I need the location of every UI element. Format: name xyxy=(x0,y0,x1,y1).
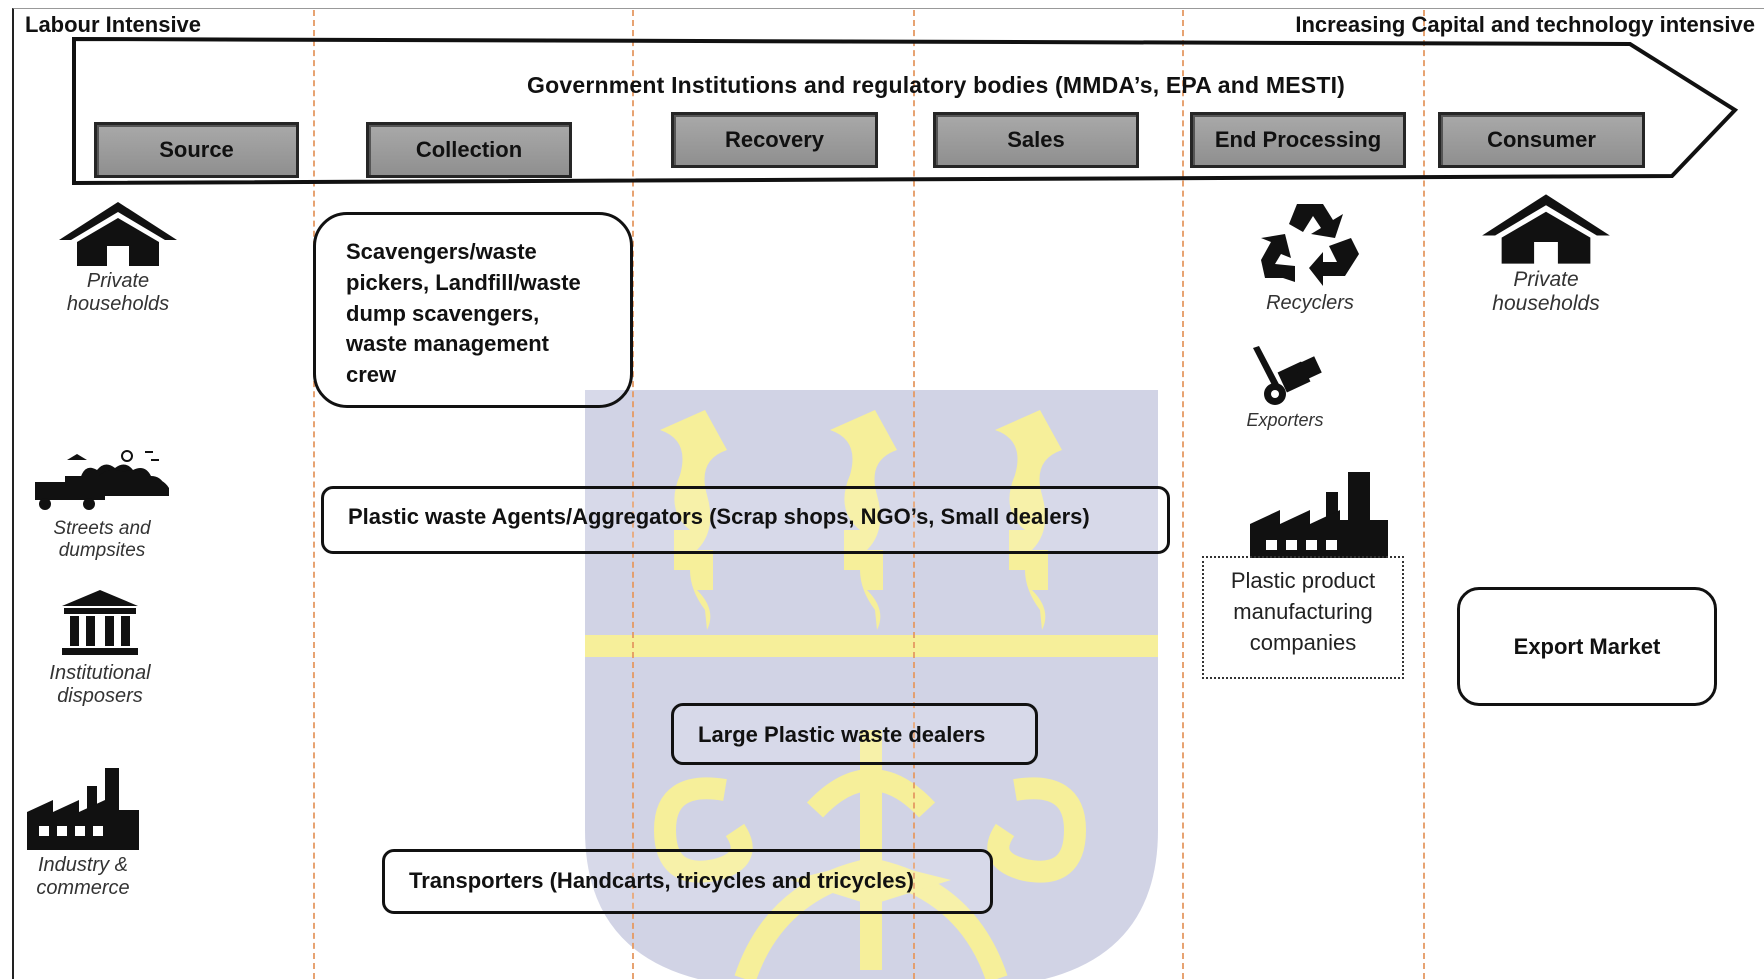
stage-divider xyxy=(313,10,315,979)
stage-divider xyxy=(632,10,634,979)
export-market-box: Export Market xyxy=(1457,587,1717,706)
stage-consumer: Consumer xyxy=(1438,112,1645,168)
value-chain-arrow xyxy=(72,36,1739,186)
actor-label: Private households xyxy=(1492,268,1600,316)
stage-recovery: Recovery xyxy=(671,112,878,168)
stage-collection: Collection xyxy=(366,122,572,178)
large-dealers-box: Large Plastic waste dealers xyxy=(671,703,1038,765)
factory-icon xyxy=(1250,472,1388,558)
stage-sales: Sales xyxy=(933,112,1139,168)
stage-divider xyxy=(1423,10,1425,979)
factory-icon xyxy=(27,768,139,850)
transporters-box: Transporters (Handcarts, tricycles and t… xyxy=(382,849,993,914)
labour-intensive-label: Labour Intensive xyxy=(25,12,202,37)
governance-label: Government Institutions and regulatory b… xyxy=(527,72,1346,98)
aggregators-box: Plastic waste Agents/Aggregators (Scrap … xyxy=(321,486,1170,554)
house-icon xyxy=(1482,194,1610,264)
recycle-icon xyxy=(1261,204,1359,286)
stage-divider xyxy=(1182,10,1184,979)
actor-private-households: Private households xyxy=(38,200,198,316)
stage-end-processing: End Processing xyxy=(1190,112,1406,168)
actor-label: Private households xyxy=(66,270,170,315)
actor-label: Institutional disposers xyxy=(49,662,151,707)
watermark-crest xyxy=(585,390,1158,979)
capital-intensive-label: Increasing Capital and technology intens… xyxy=(1295,12,1755,37)
institution-icon xyxy=(62,590,138,655)
hand-truck-icon xyxy=(1253,346,1322,405)
actor-label: Industry & commerce xyxy=(36,854,130,899)
stage-divider xyxy=(913,10,915,979)
actor-label: Recyclers xyxy=(1266,292,1354,314)
stage-source: Source xyxy=(94,122,299,178)
actor-recyclers: Recyclers xyxy=(1230,200,1390,315)
manufacturing-companies-box: Plastic product manufacturing companies xyxy=(1202,556,1404,679)
actor-industry-commerce: Industry & commerce xyxy=(8,766,158,900)
actor-label: Exporters xyxy=(1246,410,1324,430)
actor-exporters: Exporters xyxy=(1205,344,1365,431)
actor-institutional-disposers: Institutional disposers xyxy=(20,588,180,708)
house-icon xyxy=(59,202,177,266)
actor-streets-dumpsites: Streets and dumpsites xyxy=(22,446,182,562)
actor-label: Streets and dumpsites xyxy=(53,518,151,561)
garbage-truck-icon xyxy=(35,450,169,510)
actor-private-households-consumer: Private households xyxy=(1466,192,1626,316)
scavengers-box: Scavengers/waste pickers, Landfill/waste… xyxy=(313,212,633,408)
diagram-frame xyxy=(12,8,1764,979)
